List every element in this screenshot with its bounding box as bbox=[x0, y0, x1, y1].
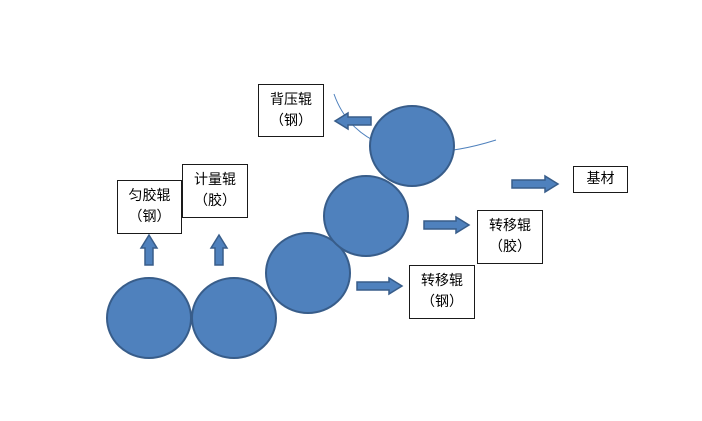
arrow-up-metering bbox=[209, 233, 229, 266]
label-box-substrate: 基材 bbox=[573, 166, 628, 193]
label-box-transfer-rubber-roller: 转移辊 （胶） bbox=[477, 210, 543, 264]
label-box-uniform-roller: 匀胶辊 （钢） bbox=[117, 180, 182, 234]
roller-name: 转移辊 bbox=[489, 218, 531, 234]
roller-material: （胶） bbox=[194, 193, 236, 209]
roller-material: （钢） bbox=[128, 209, 171, 225]
roller-metering-circle bbox=[191, 277, 277, 359]
arrow-right-substrate bbox=[511, 174, 560, 194]
arrow-up-uniform bbox=[139, 233, 159, 266]
roller-uniform-circle bbox=[106, 277, 192, 359]
roller-material: （钢） bbox=[421, 294, 463, 310]
arrow-right-transfer-rubber bbox=[423, 215, 471, 235]
roller-material: （胶） bbox=[489, 239, 531, 255]
arrow-right-transfer-steel bbox=[356, 276, 404, 296]
label-box-metering-roller: 计量辊 （胶） bbox=[182, 164, 248, 218]
roller-name: 匀胶辊 bbox=[128, 188, 171, 204]
roller-name: 转移辊 bbox=[421, 273, 463, 289]
roller-backing-circle bbox=[369, 105, 455, 187]
roller-transfer-rubber-circle bbox=[323, 175, 409, 257]
arrow-left-backing bbox=[333, 111, 372, 131]
roller-material: （钢） bbox=[270, 112, 312, 129]
substrate-label: 基材 bbox=[586, 171, 615, 187]
label-box-transfer-steel-roller: 转移辊 （钢） bbox=[409, 265, 475, 319]
roller-name: 背压辊 bbox=[270, 91, 312, 108]
roller-name: 计量辊 bbox=[194, 172, 236, 188]
roller-transfer-steel-circle bbox=[265, 232, 351, 314]
label-box-backing-roller: 背压辊 （钢） bbox=[258, 84, 324, 137]
